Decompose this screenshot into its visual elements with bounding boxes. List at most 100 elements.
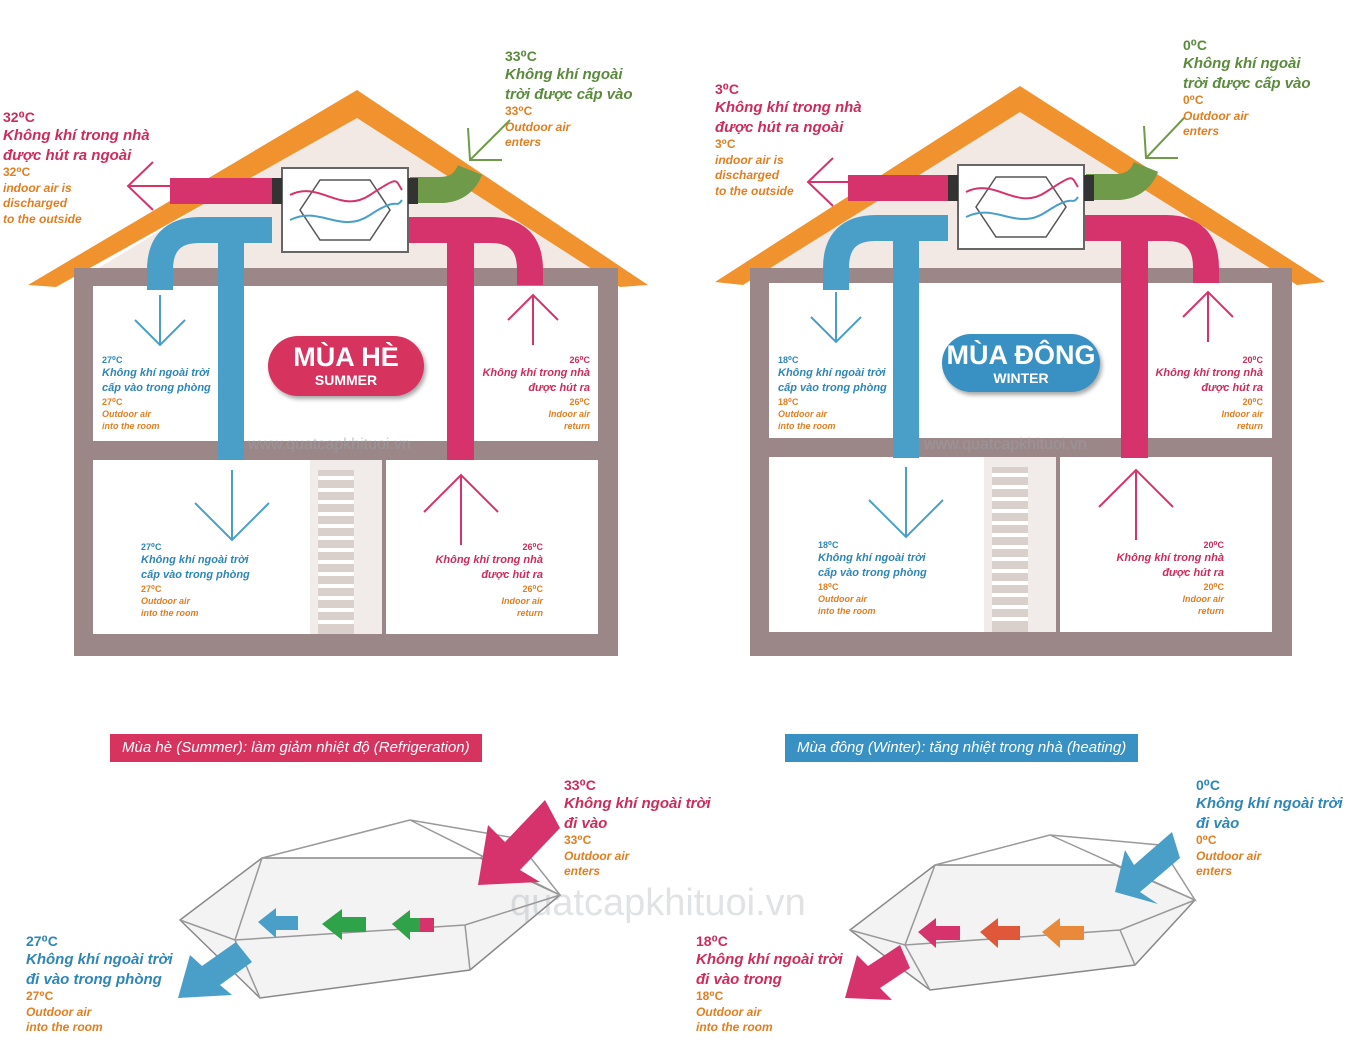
winter-badge-vn: MÙA ĐÔNG [946, 340, 1096, 370]
summer-banner: Mùa hè (Summer): làm giảm nhiệt độ (Refr… [110, 734, 482, 762]
winter-core-in-en1: Outdoor air [1196, 848, 1262, 863]
winter-intake-temp2: 0⁰C [1183, 93, 1204, 108]
summer-low-right-arrow [423, 473, 499, 545]
winter-core-in-vn2: đi vào [1196, 814, 1240, 832]
summer-house [28, 90, 648, 656]
winter-exhaust-temp2: 3⁰C [715, 137, 736, 152]
summer-intake-temp: 33⁰C [505, 48, 537, 64]
summer-upper-right-label: 26⁰C Không khí trong nhà được hút ra 26⁰… [460, 354, 590, 432]
summer-stairs [318, 470, 354, 634]
winter-core-mid-arrow-2 [980, 918, 1020, 948]
winter-exhaust-temp: 3⁰C [715, 81, 740, 97]
winter-core-in-en2: enters [1196, 864, 1233, 879]
summer-supply-drop [218, 230, 244, 460]
winter-banner: Mùa đông (Winter): tăng nhiệt trong nhà … [785, 734, 1139, 762]
summer-lower-right-label: 26⁰C Không khí trong nhà được hút ra 26⁰… [413, 541, 543, 619]
winter-exchanger-cube [848, 834, 1197, 991]
summer-low-right-vn1: Không khí trong nhà [435, 554, 543, 567]
summer-heat-exchanger-box [281, 167, 409, 253]
summer-core-in-label: 33⁰C Không khí ngoài trời đi vào 33⁰C Ou… [564, 776, 711, 880]
winter-up-left-vn2: cấp vào trong phòng [778, 381, 887, 394]
winter-intake-label: 0⁰C Không khí ngoài trời được cấp vào 0⁰… [1183, 36, 1311, 140]
winter-core-mid-arrow-1 [918, 918, 960, 948]
winter-low-right-vn2: được hút ra [1162, 566, 1224, 579]
winter-intake-temp: 0⁰C [1183, 37, 1208, 53]
summer-up-left-vn2: cấp vào trong phòng [102, 381, 211, 394]
summer-core-in-temp: 33⁰C [564, 777, 596, 793]
summer-low-right-en1: Indoor air [501, 595, 543, 606]
winter-up-right-arrow [1182, 290, 1234, 342]
winter-up-right-en1: Indoor air [1221, 408, 1263, 419]
winter-up-right-vn2: được hút ra [1201, 381, 1263, 394]
summer-up-right-vn2: được hút ra [528, 381, 590, 394]
summer-badge-en: SUMMER [314, 372, 378, 388]
winter-intake-duct [1086, 161, 1159, 200]
winter-lower-right-label: 20⁰C Không khí trong nhà được hút ra 20⁰… [1094, 539, 1224, 617]
winter-intake-vn1: Không khí ngoài [1183, 55, 1301, 73]
winter-exhaust-vn1: Không khí trong nhà [715, 99, 862, 117]
winter-fan-right [1084, 175, 1094, 201]
winter-exhaust-duct [848, 175, 958, 201]
summer-low-left-en2: into the room [141, 608, 199, 619]
summer-up-right-en1: Indoor air [548, 408, 590, 419]
winter-intake-vn2: trời được cấp vào [1183, 74, 1311, 92]
summer-up-left-arrow [134, 295, 186, 347]
summer-intake-en2: enters [505, 135, 542, 150]
winter-intake-arrow [1143, 117, 1185, 159]
winter-up-right-vn1: Không khí trong nhà [1155, 367, 1263, 380]
summer-intake-vn1: Không khí ngoài [505, 66, 623, 84]
winter-intake-en1: Outdoor air [1183, 108, 1249, 123]
winter-up-left-en1: Outdoor air [778, 408, 827, 419]
winter-low-right-vn1: Không khí trong nhà [1116, 552, 1224, 565]
summer-up-left-en1: Outdoor air [102, 408, 151, 419]
winter-core-out-en2: into the room [696, 1020, 773, 1035]
summer-lower-room-left [93, 460, 310, 634]
summer-core-out-temp2: 27⁰C [26, 989, 54, 1004]
summer-core-mid-arrow-3b [392, 910, 420, 940]
winter-up-left-temp2: 18⁰C [778, 396, 799, 407]
summer-exhaust-en3: to the outside [3, 211, 82, 226]
winter-low-left-en1: Outdoor air [818, 593, 867, 604]
summer-intake-label: 33⁰C Không khí ngoài trời được cấp vào 3… [505, 47, 633, 151]
summer-exhaust-en2: discharged [3, 196, 68, 211]
summer-exhaust-en1: indoor air is [3, 180, 72, 195]
winter-badge: MÙA ĐÔNG WINTER [942, 334, 1100, 392]
summer-core-out-temp: 27⁰C [26, 933, 58, 949]
summer-up-left-vn1: Không khí ngoài trời [102, 367, 210, 380]
summer-exchanger-cube [178, 819, 562, 999]
winter-core-out-vn2: đi vào trong [696, 970, 782, 988]
summer-badge: MÙA HÈ SUMMER [268, 336, 424, 396]
summer-up-right-en2: return [563, 421, 590, 432]
summer-low-right-vn2: được hút ra [481, 568, 543, 581]
winter-up-right-temp: 20⁰C [1242, 355, 1263, 365]
core-watermark: quatcapkhituoi.vn [510, 882, 806, 924]
summer-core-mid-arrow-1 [258, 908, 298, 938]
summer-fan-right [408, 178, 418, 204]
winter-up-left-vn1: Không khí ngoài trời [778, 367, 886, 380]
summer-low-right-en2: return [516, 608, 543, 619]
winter-core-out-temp2: 18⁰C [696, 989, 724, 1004]
summer-up-left-temp2: 27⁰C [102, 396, 123, 407]
winter-core-in-label: 0⁰C Không khí ngoài trời đi vào 0⁰C Outd… [1196, 776, 1343, 880]
winter-badge-en: WINTER [993, 370, 1049, 386]
summer-core-out-en1: Outdoor air [26, 1004, 92, 1019]
summer-fan-left [272, 178, 282, 204]
winter-up-left-en2: into the room [778, 421, 836, 432]
winter-up-right-en2: return [1236, 421, 1263, 432]
summer-exhaust-vn2: được hút ra ngoài [3, 146, 132, 164]
summer-exchanger-core [299, 179, 391, 241]
winter-exchanger-blue-flow [965, 196, 1079, 221]
summer-core-out-arrow [178, 942, 252, 998]
summer-up-left-en2: into the room [102, 421, 160, 432]
summer-low-left-en1: Outdoor air [141, 595, 190, 606]
summer-low-left-temp: 27⁰C [141, 542, 162, 552]
winter-upper-left-label: 18⁰C Không khí ngoài trời cấp vào trong … [778, 354, 887, 432]
winter-lower-room-left [769, 457, 984, 632]
summer-core-in-temp2: 33⁰C [564, 833, 592, 848]
summer-intake-duct [410, 164, 483, 203]
winter-exhaust-en2: discharged [715, 168, 780, 183]
winter-exhaust-label: 3⁰C Không khí trong nhà được hút ra ngoà… [715, 80, 862, 200]
summer-core-out-en2: into the room [26, 1020, 103, 1035]
summer-upper-left-label: 27⁰C Không khí ngoài trời cấp vào trong … [102, 354, 211, 432]
summer-low-right-temp2: 26⁰C [522, 583, 543, 594]
